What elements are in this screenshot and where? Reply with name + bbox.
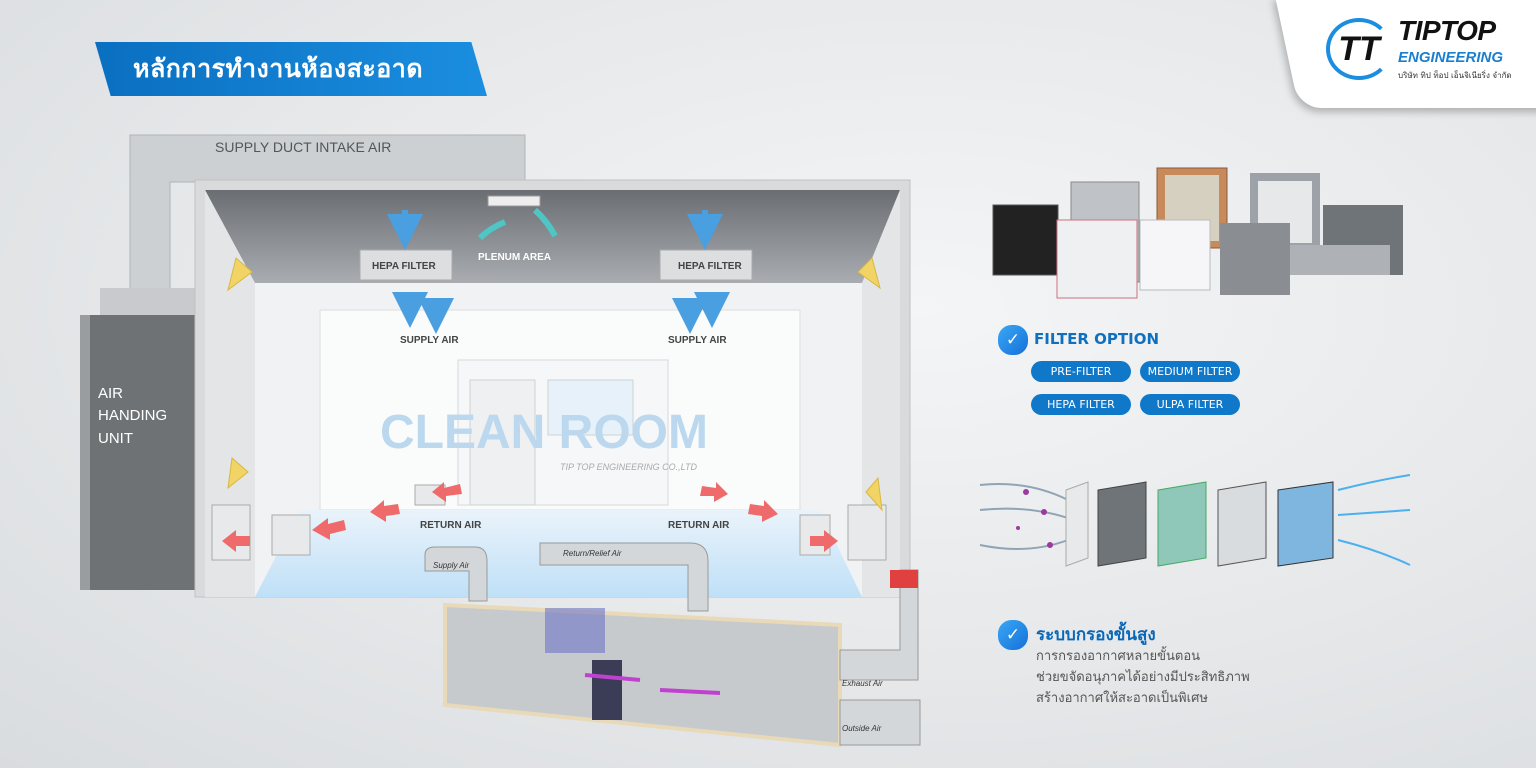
medium-filter-badge: MEDIUM FILTER — [1140, 361, 1240, 382]
plenum-area-label: PLENUM AREA — [478, 252, 551, 263]
title-banner: หลักการทำงานห้องสะอาด — [95, 42, 487, 96]
page-title: หลักการทำงานห้องสะอาด — [133, 54, 424, 83]
advanced-line-1: การกรองอากาศหลายขั้นตอน — [1036, 649, 1201, 664]
ahu-label-1: AIR — [98, 385, 123, 402]
hepa-filter-right-label: HEPA FILTER — [678, 261, 742, 272]
hepa-filter-badge: HEPA FILTER — [1031, 394, 1131, 415]
filter-products-image — [992, 167, 1403, 299]
company-logo: TT TIPTOP ENGINEERING บริษัท ทิป ท็อป เอ… — [1326, 14, 1526, 94]
cutaway-supply-label: Supply Air — [433, 561, 470, 570]
supply-air-right-label: SUPPLY AIR — [668, 335, 727, 346]
air-handling-unit — [88, 315, 195, 590]
cutaway-return-label: Return/Relief Air — [563, 549, 622, 558]
ahu-label-3: UNIT — [98, 430, 133, 447]
cutaway-outside-label: Outside Air — [842, 724, 882, 733]
cutaway-exhaust-label: Exhaust Air — [842, 679, 883, 688]
supply-air-left-label: SUPPLY AIR — [400, 335, 459, 346]
ahu-cutaway-illustration: Supply Air Return/Relief Air Exhaust Air… — [424, 542, 921, 748]
advanced-line-3: สร้างอากาศให้สะอาดเป็นพิเศษ — [1036, 691, 1208, 706]
ulpa-filter-badge: ULPA FILTER — [1140, 394, 1240, 415]
filter-option-title: FILTER OPTION — [1034, 330, 1160, 348]
advanced-line-2: ช่วยขจัดอนุภาคได้อย่างมีประสิทธิภาพ — [1036, 670, 1250, 685]
logo-brand-line2: ENGINEERING — [1398, 49, 1504, 66]
ahu-label-2: HANDING — [98, 407, 167, 424]
hepa-filter-left-label: HEPA FILTER — [372, 261, 436, 272]
watermark-subtitle: TIP TOP ENGINEERING CO.,LTD — [560, 462, 698, 472]
supply-duct-label: SUPPLY DUCT INTAKE AIR — [215, 139, 391, 155]
cleanroom-diagram: SUPPLY DUCT INTAKE AIR AIR HANDING UNIT … — [80, 134, 921, 748]
pre-filter-badge: PRE-FILTER — [1031, 361, 1131, 382]
logo-mark: TT — [1326, 18, 1392, 80]
return-air-left-label: RETURN AIR — [420, 520, 482, 531]
logo-brand: TIPTOP — [1398, 15, 1496, 46]
clean-room-watermark: CLEAN ROOM — [380, 406, 708, 459]
return-air-right-label: RETURN AIR — [668, 520, 730, 531]
advanced-check-icon: ✓ — [998, 620, 1028, 650]
filtration-stages-illustration — [979, 474, 1411, 567]
filter-option-check-icon: ✓ — [998, 325, 1028, 355]
advanced-filtration-title: ระบบกรองขั้นสูง — [1036, 625, 1156, 645]
supply-air-arrows — [387, 210, 730, 334]
return-air-arrows — [222, 482, 838, 552]
logo-tagline: บริษัท ทิป ท็อป เอ็นจิเนียริ่ง จำกัด — [1398, 71, 1512, 80]
